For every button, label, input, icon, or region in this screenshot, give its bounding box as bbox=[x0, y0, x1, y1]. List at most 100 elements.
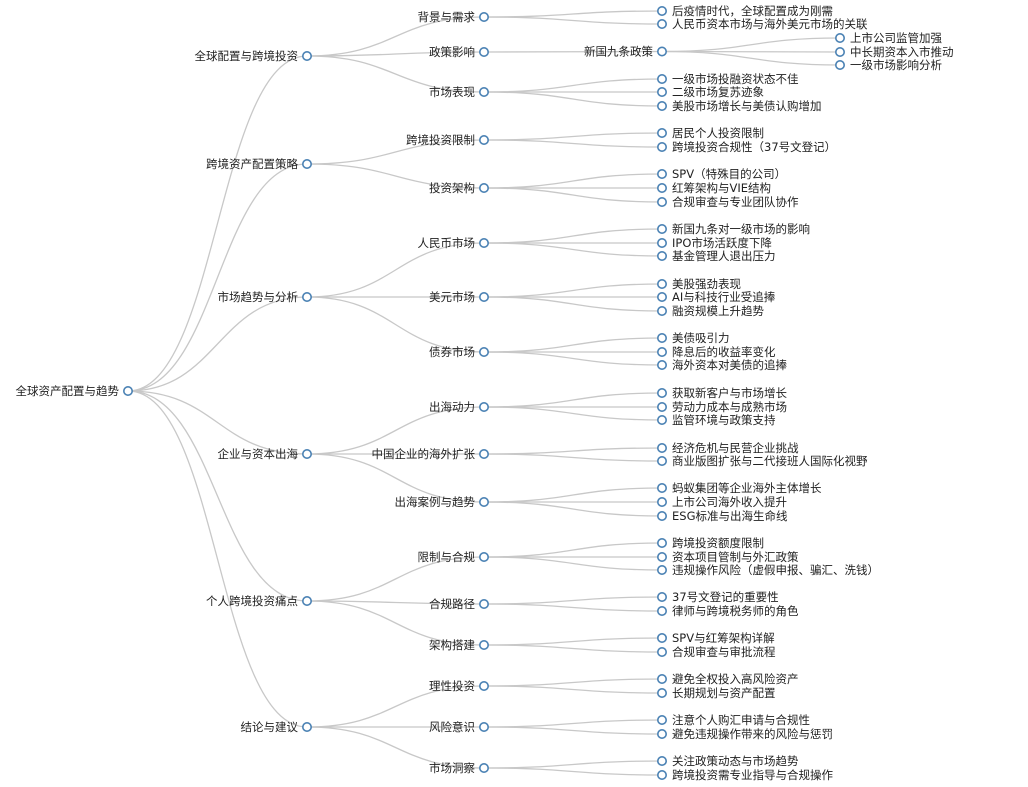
node-toggle-circle[interactable] bbox=[656, 46, 667, 57]
branch-node[interactable]: 出海案例与趋势 bbox=[395, 495, 489, 509]
leaf-node[interactable]: ESG标准与出海生命线 bbox=[656, 509, 788, 523]
branch-node[interactable]: 架构搭建 bbox=[429, 638, 489, 652]
node-toggle-circle[interactable] bbox=[478, 496, 489, 507]
node-toggle-circle[interactable] bbox=[656, 496, 667, 507]
node-toggle-circle[interactable] bbox=[656, 197, 667, 208]
node-toggle-circle[interactable] bbox=[656, 769, 667, 780]
node-toggle-circle[interactable] bbox=[478, 12, 489, 22]
leaf-node[interactable]: 经济危机与民营企业挑战 bbox=[656, 441, 799, 455]
branch-node[interactable]: 企业与资本出海 bbox=[218, 447, 312, 461]
node-toggle-circle[interactable] bbox=[478, 135, 489, 146]
node-toggle-circle[interactable] bbox=[656, 291, 667, 302]
node-toggle-circle[interactable] bbox=[656, 6, 667, 16]
leaf-node[interactable]: 商业版图扩张与二代接班人国际化视野 bbox=[656, 454, 868, 468]
leaf-node[interactable]: 37号文登记的重要性 bbox=[656, 590, 779, 604]
node-toggle-circle[interactable] bbox=[301, 291, 312, 302]
node-toggle-circle[interactable] bbox=[656, 414, 667, 425]
branch-node[interactable]: 投资架构 bbox=[429, 181, 489, 195]
node-toggle-circle[interactable] bbox=[656, 510, 667, 521]
node-toggle-circle[interactable] bbox=[478, 639, 489, 650]
node-toggle-circle[interactable] bbox=[478, 183, 489, 194]
leaf-node[interactable]: 合规审查与审批流程 bbox=[656, 645, 776, 659]
node-toggle-circle[interactable] bbox=[656, 142, 667, 153]
leaf-node[interactable]: 监管环境与政策支持 bbox=[656, 413, 776, 427]
leaf-node[interactable]: 长期规划与资产配置 bbox=[656, 686, 776, 700]
branch-node[interactable]: 美元市场 bbox=[429, 290, 489, 304]
branch-node[interactable]: 中国企业的海外扩张 bbox=[372, 447, 489, 461]
node-toggle-circle[interactable] bbox=[301, 595, 312, 606]
leaf-node[interactable]: 基金管理人退出压力 bbox=[656, 249, 776, 263]
leaf-node[interactable]: 新国九条对一级市场的影响 bbox=[656, 222, 810, 236]
node-toggle-circle[interactable] bbox=[478, 598, 489, 609]
node-toggle-circle[interactable] bbox=[478, 87, 489, 98]
branch-node[interactable]: 限制与合规 bbox=[418, 550, 489, 564]
branch-node[interactable]: 理性投资 bbox=[429, 679, 489, 693]
node-toggle-circle[interactable] bbox=[656, 387, 667, 398]
node-toggle-circle[interactable] bbox=[656, 673, 667, 684]
leaf-node[interactable]: 跨境投资额度限制 bbox=[656, 536, 764, 550]
leaf-node[interactable]: 关注政策动态与市场趋势 bbox=[656, 754, 799, 768]
node-toggle-circle[interactable] bbox=[656, 101, 667, 112]
node-toggle-circle[interactable] bbox=[656, 442, 667, 453]
node-toggle-circle[interactable] bbox=[656, 305, 667, 316]
leaf-node[interactable]: SPV与红筹架构详解 bbox=[656, 631, 775, 645]
branch-node[interactable]: 合规路径 bbox=[429, 597, 489, 611]
branch-node[interactable]: 个人跨境投资痛点 bbox=[206, 594, 312, 608]
node-toggle-circle[interactable] bbox=[834, 32, 845, 43]
node-toggle-circle[interactable] bbox=[656, 183, 667, 194]
node-toggle-circle[interactable] bbox=[656, 591, 667, 602]
leaf-node[interactable]: 美股市场增长与美债认购增加 bbox=[656, 99, 822, 113]
leaf-node[interactable]: 上市公司监管加强 bbox=[834, 31, 943, 45]
node-toggle-circle[interactable] bbox=[656, 632, 667, 643]
node-toggle-circle[interactable] bbox=[656, 687, 667, 698]
leaf-node[interactable]: 注意个人购汇申请与合规性 bbox=[656, 713, 810, 727]
node-toggle-circle[interactable] bbox=[478, 238, 489, 249]
branch-node[interactable]: 全球配置与跨境投资 bbox=[195, 49, 312, 63]
leaf-node[interactable]: 美债吸引力 bbox=[656, 331, 730, 345]
leaf-node[interactable]: 跨境投资需专业指导与合规操作 bbox=[656, 768, 834, 782]
branch-node[interactable]: 新国九条政策 bbox=[584, 45, 667, 59]
node-toggle-circle[interactable] bbox=[478, 346, 489, 357]
branch-node[interactable]: 出海动力 bbox=[429, 400, 489, 414]
branch-node[interactable]: 风险意识 bbox=[429, 720, 489, 734]
leaf-node[interactable]: 人民币资本市场与海外美元市场的关联 bbox=[656, 17, 868, 31]
node-toggle-circle[interactable] bbox=[834, 59, 845, 70]
node-toggle-circle[interactable] bbox=[656, 128, 667, 139]
leaf-node[interactable]: 后疫情时代，全球配置成为刚需 bbox=[656, 4, 833, 18]
leaf-node[interactable]: 一级市场影响分析 bbox=[834, 58, 942, 72]
branch-node[interactable]: 市场表现 bbox=[429, 85, 489, 99]
leaf-node[interactable]: 上市公司海外收入提升 bbox=[656, 495, 787, 509]
node-toggle-circle[interactable] bbox=[656, 564, 667, 575]
leaf-node[interactable]: 避免违规操作带来的风险与惩罚 bbox=[656, 727, 833, 741]
node-toggle-circle[interactable] bbox=[656, 401, 667, 412]
leaf-node[interactable]: SPV（特殊目的公司） bbox=[656, 167, 786, 181]
branch-node[interactable]: 债券市场 bbox=[429, 345, 489, 359]
node-toggle-circle[interactable] bbox=[478, 551, 489, 562]
leaf-node[interactable]: 中长期资本入市推动 bbox=[834, 45, 954, 59]
node-toggle-circle[interactable] bbox=[478, 762, 489, 773]
leaf-node[interactable]: 违规操作风险（虚假申报、骗汇、洗钱） bbox=[656, 563, 879, 577]
branch-node[interactable]: 跨境资产配置策略 bbox=[206, 157, 312, 171]
branch-node[interactable]: 结论与建议 bbox=[241, 720, 312, 734]
node-toggle-circle[interactable] bbox=[656, 359, 667, 370]
leaf-node[interactable]: 蚂蚁集团等企业海外主体增长 bbox=[656, 481, 822, 495]
leaf-node[interactable]: 律师与跨境税务师的角色 bbox=[656, 604, 799, 618]
node-toggle-circle[interactable] bbox=[656, 605, 667, 616]
leaf-node[interactable]: IPO市场活跃度下降 bbox=[656, 236, 773, 250]
node-toggle-circle[interactable] bbox=[656, 728, 667, 739]
node-toggle-circle[interactable] bbox=[656, 537, 667, 548]
leaf-node[interactable]: 红筹架构与VIE结构 bbox=[656, 181, 771, 195]
node-toggle-circle[interactable] bbox=[656, 714, 667, 725]
leaf-node[interactable]: 一级市场投融资状态不佳 bbox=[656, 72, 799, 86]
branch-node[interactable]: 市场洞察 bbox=[429, 761, 489, 775]
branch-node[interactable]: 政策影响 bbox=[429, 45, 489, 59]
node-toggle-circle[interactable] bbox=[478, 291, 489, 302]
leaf-node[interactable]: AI与科技行业受追捧 bbox=[656, 290, 776, 304]
leaf-node[interactable]: 融资规模上升趋势 bbox=[656, 304, 765, 318]
leaf-node[interactable]: 二级市场复苏迹象 bbox=[656, 85, 764, 99]
leaf-node[interactable]: 美股强劲表现 bbox=[656, 277, 741, 291]
node-toggle-circle[interactable] bbox=[656, 332, 667, 343]
node-toggle-circle[interactable] bbox=[834, 46, 845, 57]
node-toggle-circle[interactable] bbox=[656, 74, 667, 85]
node-toggle-circle[interactable] bbox=[123, 385, 134, 396]
